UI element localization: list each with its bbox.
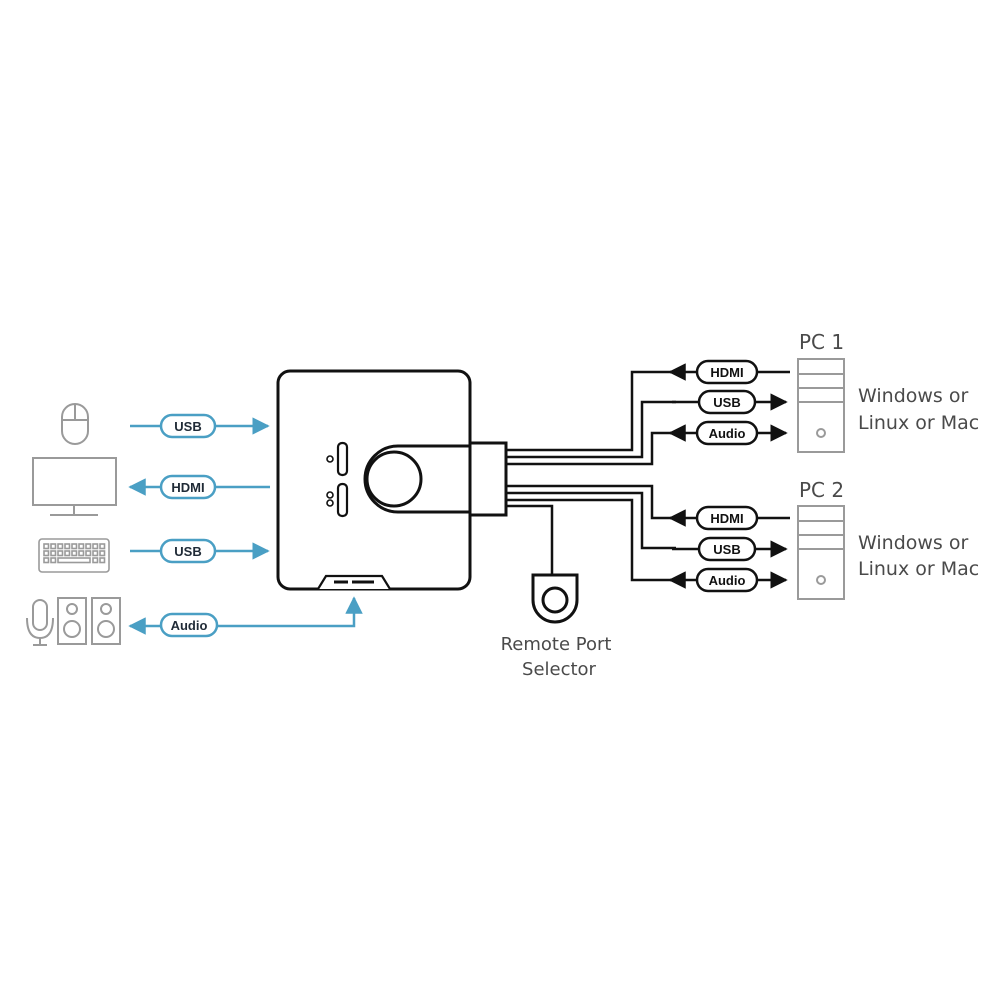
cable-badge (697, 389, 757, 415)
cable-badge (159, 538, 217, 564)
cable-badge (697, 536, 757, 562)
keyboard-key (43, 543, 50, 550)
keyboard-key (85, 543, 92, 550)
pc2-cable-usb: USB (672, 536, 788, 562)
cable-badge (695, 420, 759, 446)
port2-led-b (326, 499, 334, 507)
cable-label: HDMI (710, 511, 743, 526)
cable-label: USB (174, 419, 201, 434)
remote-label-line2: Selector (522, 659, 597, 680)
keyboard-spacebar (57, 557, 91, 564)
keyboard-key (78, 550, 85, 557)
keyboard-key (57, 550, 64, 557)
pc1-title: PC 1 (799, 330, 844, 354)
cable-label: Audio (709, 426, 746, 441)
keyboard-key (50, 543, 57, 550)
cable-label: Audio (171, 618, 208, 633)
keyboard-key (43, 550, 50, 557)
keyboard-key (92, 543, 99, 550)
monitor-icon (32, 457, 117, 516)
keyboard-key (64, 550, 71, 557)
cable-badge (695, 505, 759, 531)
left-cable-hdmi-monitor: HDMI (128, 474, 270, 500)
keyboard-key (99, 557, 106, 564)
pc2-title: PC 2 (799, 478, 844, 502)
pc2-cable-audio: Audio (668, 567, 788, 593)
keyboard-key (64, 543, 71, 550)
cable-badge (159, 413, 217, 439)
pc2-cable-hdmi: HDMI (668, 505, 790, 531)
keyboard-key (43, 557, 50, 564)
cable-connector (468, 441, 508, 517)
cable-label: HDMI (171, 480, 204, 495)
pc2-os-line2: Linux or Mac (858, 558, 979, 580)
cable-label: Audio (709, 573, 746, 588)
keyboard-icon (38, 538, 110, 573)
pc1-cable-hdmi: HDMI (668, 359, 790, 385)
keyboard-key (71, 550, 78, 557)
port2-led (326, 491, 334, 499)
keyboard-key (50, 557, 57, 564)
pc1-tower-icon (797, 358, 845, 453)
remote-port-selector-icon (531, 573, 579, 624)
pc1-cable-usb: USB (672, 389, 788, 415)
cable-badge (695, 359, 759, 385)
cable-label: USB (713, 395, 740, 410)
pc1-cable-audio: Audio (668, 420, 788, 446)
keyboard-key (78, 543, 85, 550)
keyboard-key (99, 550, 106, 557)
speakers-icon (57, 597, 121, 645)
keyboard-key (85, 550, 92, 557)
port2-button (336, 482, 349, 518)
cable-badge (159, 612, 219, 638)
cable-label: USB (174, 544, 201, 559)
port1-button (336, 441, 349, 477)
keyboard-key (92, 557, 99, 564)
pc1-os-line2: Linux or Mac (858, 412, 979, 434)
port1-led (326, 455, 334, 463)
pc1-os-line1: Windows or (858, 385, 968, 407)
left-cable-usb-keyboard: USB (130, 538, 270, 564)
cable-label: HDMI (710, 365, 743, 380)
keyboard-key (57, 543, 64, 550)
microphone-icon (26, 599, 54, 646)
keyboard-key (99, 543, 106, 550)
keyboard-key (50, 550, 57, 557)
cable-label: USB (713, 542, 740, 557)
mouse-icon (61, 403, 89, 445)
cable-badge (159, 474, 217, 500)
left-cable-audio: Audio (128, 596, 363, 638)
pc2-os-line1: Windows or (858, 532, 968, 554)
left-cable-usb-mouse: USB (130, 413, 270, 439)
kvm-switch (276, 369, 508, 591)
keyboard-key (71, 543, 78, 550)
switch-dial (365, 450, 423, 508)
cable-badge (695, 567, 759, 593)
pc2-tower-icon (797, 505, 845, 600)
remote-label-line1: Remote Port (501, 634, 612, 655)
keyboard-key (92, 550, 99, 557)
cable-bundle (506, 370, 676, 582)
